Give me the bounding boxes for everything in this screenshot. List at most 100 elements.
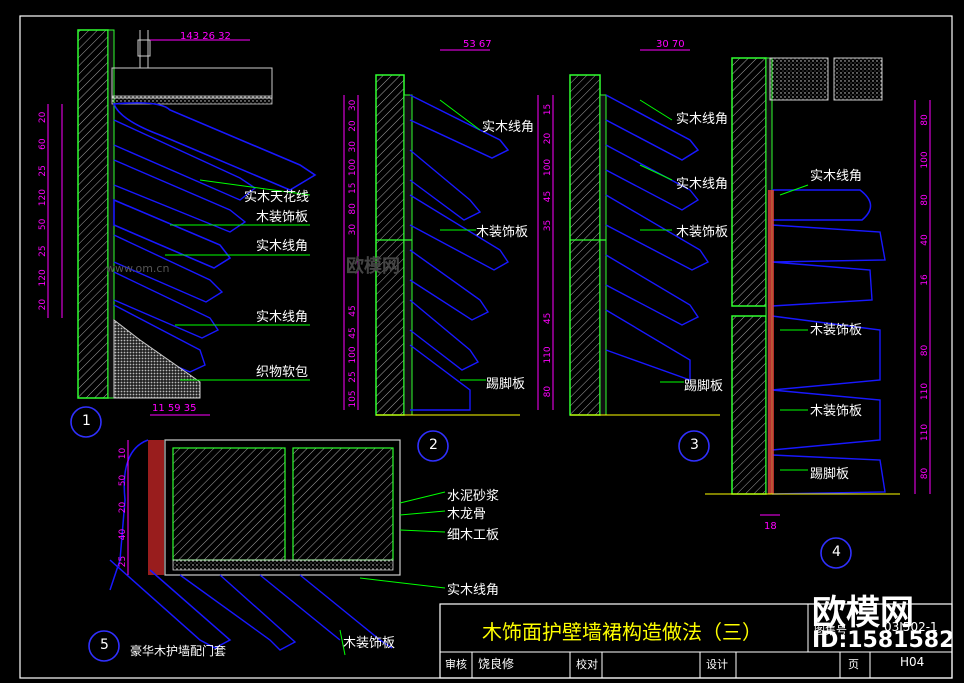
dim-d3-left-low: 110	[543, 346, 553, 363]
dim-d4-right: 40	[920, 234, 930, 246]
label-d4-panel-bottom: 木装饰板	[810, 404, 863, 419]
label-d4-panel-top: 木装饰板	[810, 323, 863, 338]
dim-d2-left: 80	[348, 203, 358, 215]
detail-5-caption: 豪华木护墙配门套	[130, 644, 227, 658]
detail-1	[47, 29, 317, 438]
dim-d5-left: 10	[118, 448, 128, 460]
dim-d1-top: 143 26 32	[180, 31, 231, 42]
label-d2-corner: 实木线角	[482, 120, 535, 135]
reviewer-name: 饶良修	[478, 657, 515, 671]
detail-4-number: 4	[832, 544, 841, 560]
detail-4-wall-lower	[731, 315, 767, 495]
watermark-brand: 欧模网	[812, 593, 914, 633]
label-d3-corner-top: 实木线角	[676, 112, 729, 127]
dim-d1-left: 60	[38, 138, 48, 150]
dim-d3-left: 20	[543, 133, 553, 145]
detail-3-marker	[678, 430, 710, 462]
dim-d2-left-low: 100	[348, 346, 358, 363]
detail-3	[537, 49, 720, 462]
detail-4-wall-upper	[731, 57, 767, 307]
label-d1-corner-top: 实木线角	[256, 239, 309, 254]
label-d3-skirting: 踢脚板	[684, 379, 724, 394]
review-label: 审核	[445, 658, 467, 671]
label-plywood: 细木工板	[447, 528, 500, 543]
dim-d1-left: 20	[38, 299, 48, 311]
dim-d5-left: 40	[118, 529, 128, 541]
detail-2-wall	[375, 74, 405, 416]
detail-5	[88, 414, 446, 662]
label-d1-corner-bottom: 实木线角	[256, 310, 309, 325]
dim-d1-left: 120	[38, 269, 48, 286]
label-ceiling-line: 实木天花线	[244, 190, 310, 205]
dim-d4-right: 80	[920, 194, 930, 206]
detail-5-core-right	[292, 447, 394, 561]
label-d5-panel: 木装饰板	[343, 636, 396, 651]
dim-d3-top: 30 70	[656, 39, 685, 50]
dim-d2-top: 53 67	[463, 39, 492, 50]
dim-d5-left: 25	[118, 556, 128, 567]
dim-d2-left: 20	[348, 120, 358, 132]
detail-4-marker	[820, 537, 852, 569]
dim-d5-left: 20	[118, 502, 128, 514]
detail-1-marker	[70, 406, 102, 438]
label-d5-corner: 实木线角	[447, 583, 500, 598]
dim-d4-right: 100	[920, 151, 930, 168]
dim-d2-left-low: 105	[348, 390, 358, 407]
label-d4-skirting: 踢脚板	[810, 467, 850, 482]
dim-d3-left: 45	[543, 191, 553, 202]
detail-5-marker	[88, 630, 120, 662]
dim-d3-left-low: 80	[543, 386, 553, 398]
dim-d1-left: 25	[38, 245, 48, 256]
label-d1-panel: 木装饰板	[256, 210, 309, 225]
atlas-label: 图集号	[814, 624, 847, 637]
page-label: 页	[848, 658, 859, 671]
detail-5-frame	[164, 439, 401, 576]
detail-4-slab-2	[833, 57, 883, 101]
watermark-site: www.om.cn	[106, 262, 170, 275]
title-block	[439, 603, 953, 679]
dim-d1-left: 25	[38, 165, 48, 176]
detail-2-number: 2	[429, 437, 438, 453]
label-fabric: 织物软包	[256, 365, 309, 380]
dim-d2-left-low: 45	[348, 327, 358, 338]
detail-1-ceiling-moulding	[112, 102, 317, 191]
watermark-id: ID:1581582	[812, 628, 955, 653]
watermark-brand-faint: 欧模网	[346, 256, 400, 277]
detail-3-number: 3	[690, 437, 699, 453]
detail-2	[343, 49, 520, 462]
detail-4	[705, 57, 931, 569]
label-cement: 水泥砂浆	[447, 489, 500, 504]
dim-d4-right-low: 110	[920, 383, 930, 400]
dim-d2-left: 15	[348, 182, 358, 193]
dim-d2-left: 30	[348, 141, 358, 153]
dim-d3-left: 100	[543, 159, 553, 176]
dim-d4-right: 80	[920, 114, 930, 126]
dim-d5-left: 50	[118, 475, 128, 487]
dim-d2-left-low: 25	[348, 371, 358, 382]
dim-d2-left: 100	[348, 159, 358, 176]
detail-1-fabric-panel	[113, 318, 201, 399]
label-d2-panel: 木装饰板	[476, 225, 529, 240]
detail-5-number: 5	[100, 637, 109, 653]
dim-d1-left: 20	[38, 111, 48, 123]
dim-d4-right-low: 110	[920, 424, 930, 441]
dim-d3-left-low: 45	[543, 313, 553, 324]
label-d3-panel: 木装饰板	[676, 225, 729, 240]
dim-d4-bottom: 18	[764, 521, 777, 532]
label-d4-corner: 实木线角	[810, 169, 863, 184]
dim-d1-left: 120	[38, 189, 48, 206]
detail-2-marker	[417, 430, 449, 462]
dim-d4-right: 16	[920, 274, 930, 286]
detail-3-wall	[569, 74, 601, 416]
detail-5-core-left	[172, 447, 286, 561]
label-d3-corner-mid: 实木线角	[676, 177, 729, 192]
dim-d1-left: 50	[38, 218, 48, 230]
dim-d2-left: 30	[348, 224, 358, 236]
label-d2-skirting: 踢脚板	[486, 377, 526, 392]
dim-d2-left-low: 45	[348, 305, 358, 316]
atlas-number: 03J502-1	[884, 620, 938, 634]
label-keel: 木龙骨	[447, 507, 487, 522]
detail-1-wall	[77, 29, 109, 399]
drawing-title: 木饰面护壁墙裙构造做法（三）	[482, 620, 762, 644]
